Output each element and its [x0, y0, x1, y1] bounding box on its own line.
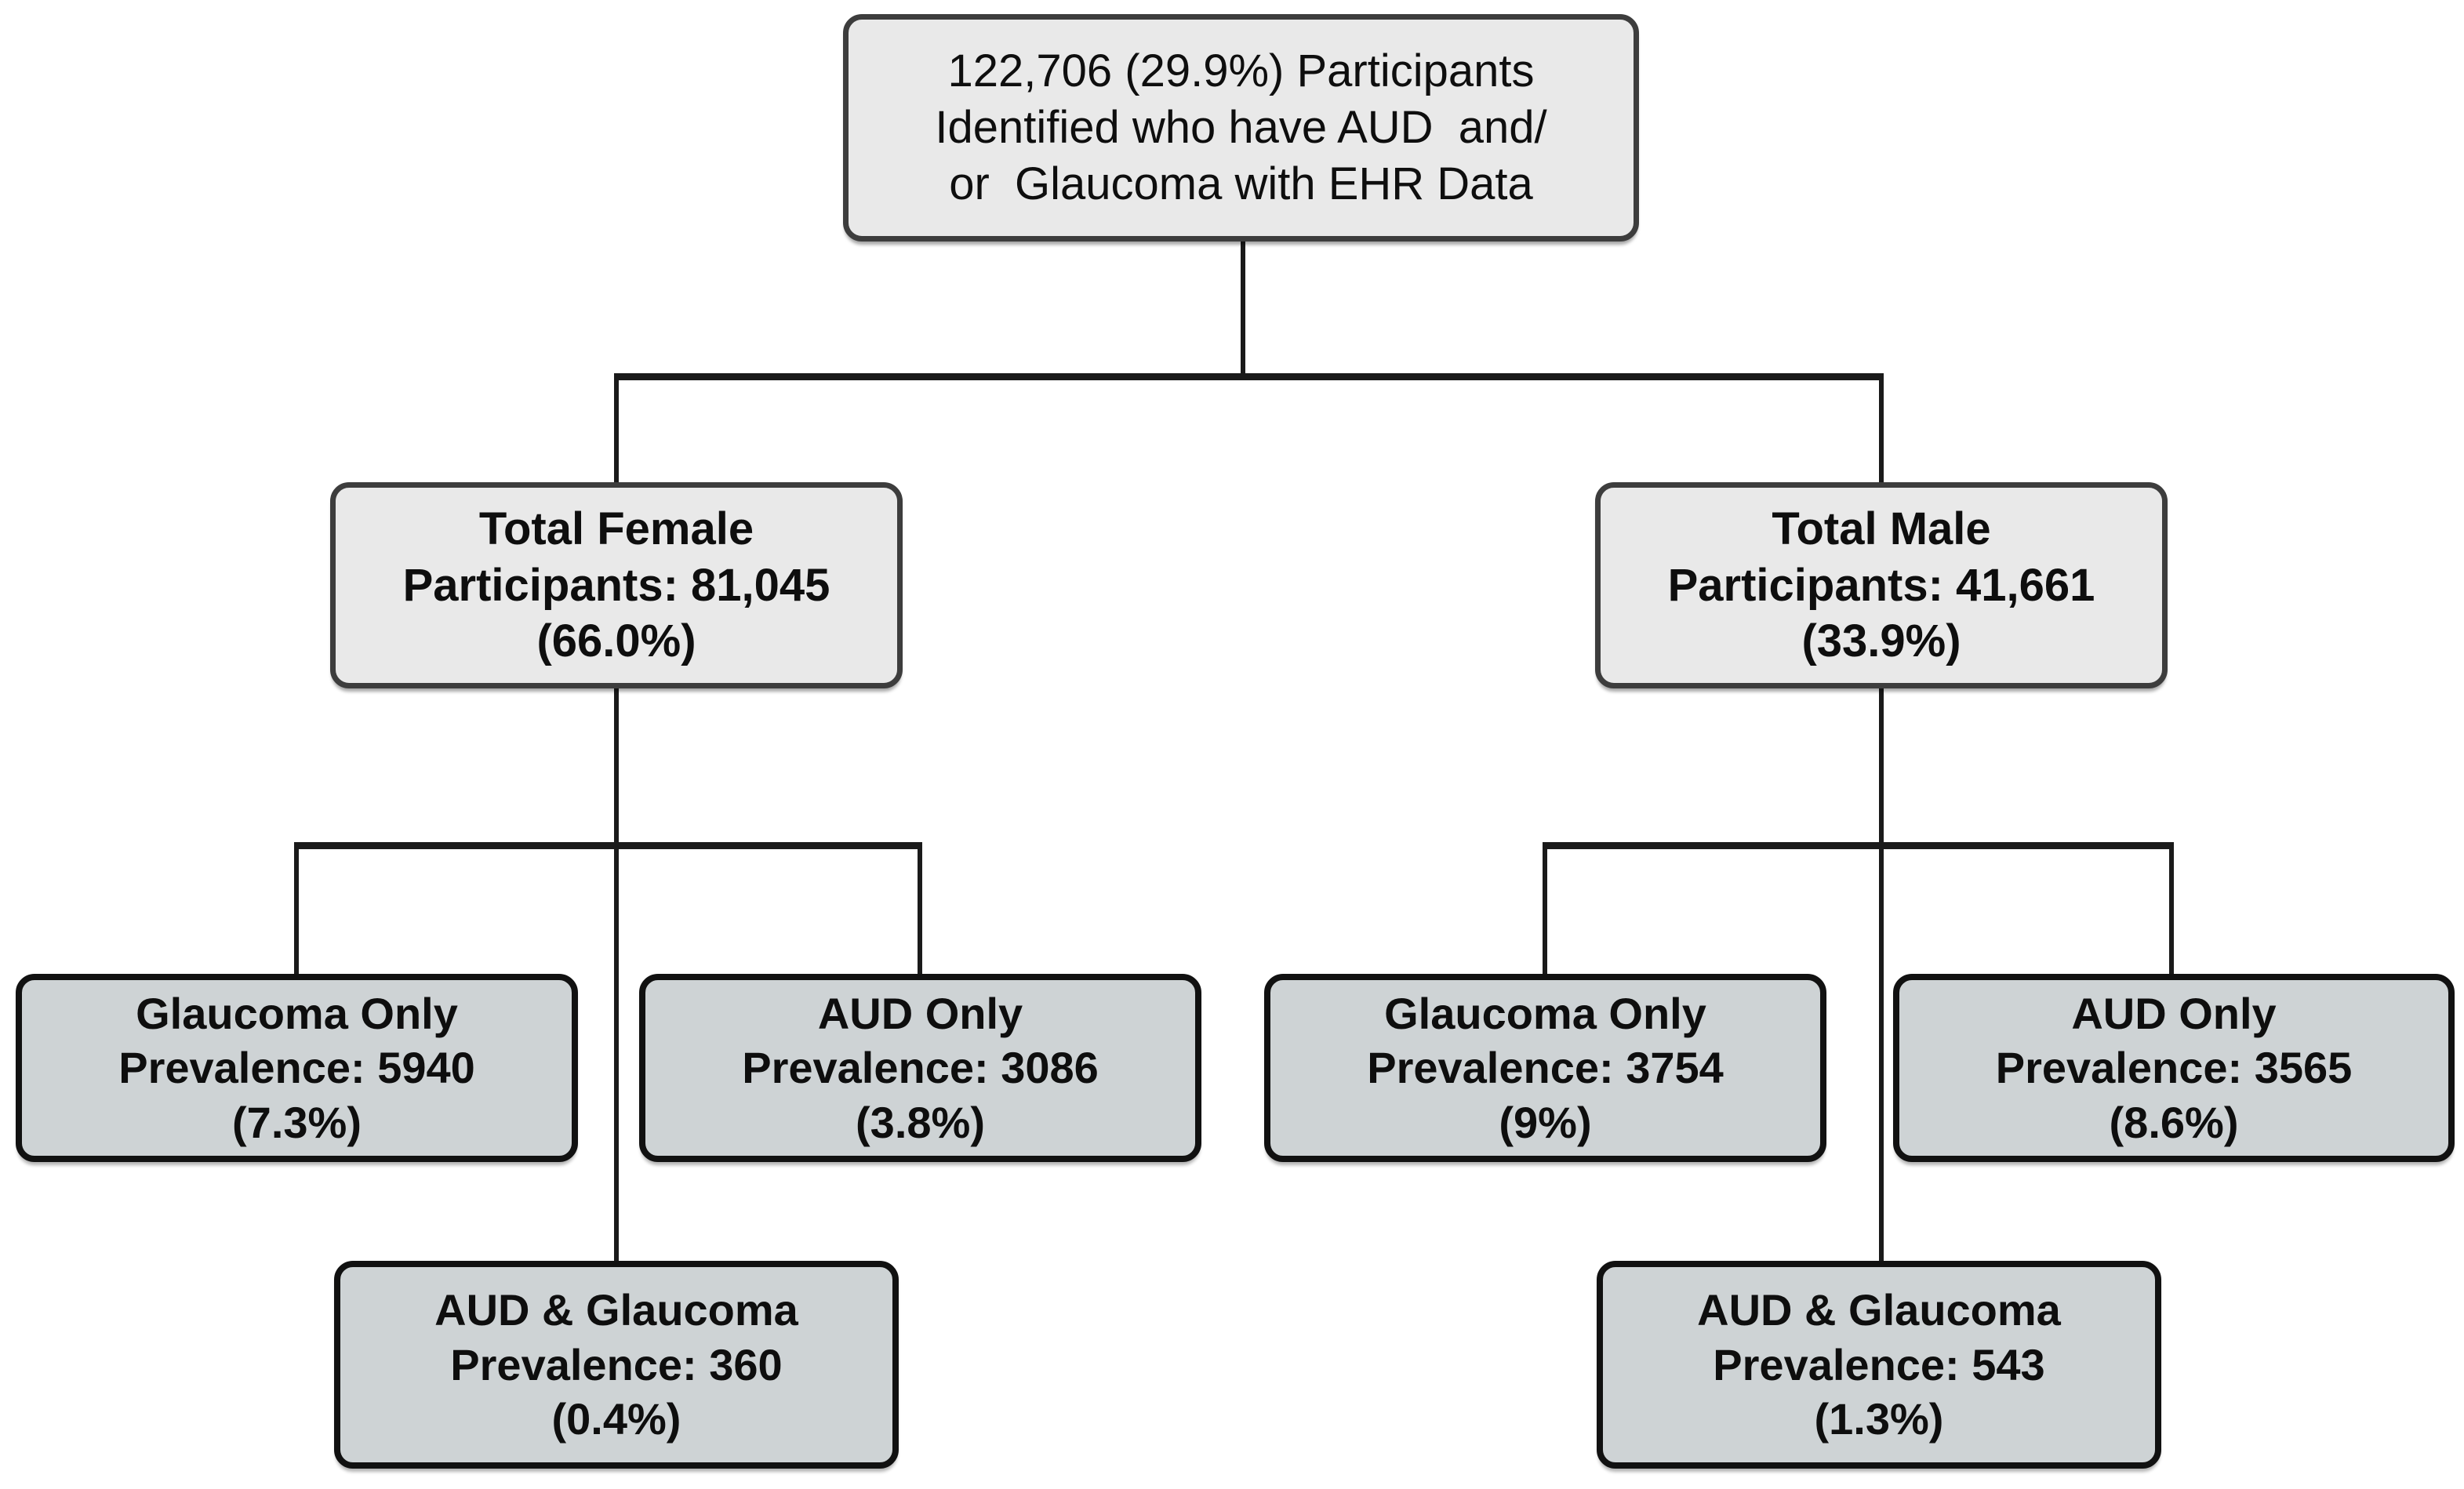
node-female-glaucoma-only: Glaucoma Only Prevalence: 5940 (7.3%)	[16, 974, 578, 1162]
node-female-aud-and-glaucoma: AUD & Glaucoma Prevalence: 360 (0.4%)	[334, 1261, 899, 1469]
node-total-male-participants: Total Male Participants: 41,661 (33.9%)	[1595, 482, 2168, 688]
node-total-female-participants: Total Female Participants: 81,045 (66.0%…	[330, 482, 903, 688]
connector-female-horizontal	[296, 842, 921, 849]
connector-male-horizontal	[1545, 842, 2174, 849]
connector-top-horizontal	[616, 373, 1881, 380]
node-female-aud-only: AUD Only Prevalence: 3086 (3.8%)	[639, 974, 1201, 1162]
connector-drop-to-female-total	[614, 373, 619, 484]
connector-root-stem	[1241, 242, 1245, 376]
node-male-glaucoma-only: Glaucoma Only Prevalence: 3754 (9%)	[1264, 974, 1826, 1162]
connector-male-trunk	[1879, 688, 1884, 1262]
connector-drop-to-male-glaucoma-only	[1543, 842, 1547, 975]
connector-female-trunk	[614, 688, 619, 1262]
node-male-aud-and-glaucoma: AUD & Glaucoma Prevalence: 543 (1.3%)	[1597, 1261, 2161, 1469]
node-male-aud-only: AUD Only Prevalence: 3565 (8.6%)	[1893, 974, 2455, 1162]
connector-drop-to-male-total	[1879, 373, 1884, 484]
connector-drop-to-female-aud-only	[918, 842, 922, 975]
node-total-participants: 122,706 (29.9%) Participants Identified …	[843, 14, 1639, 242]
connector-drop-to-male-aud-only	[2169, 842, 2174, 975]
connector-drop-to-female-glaucoma-only	[294, 842, 299, 975]
